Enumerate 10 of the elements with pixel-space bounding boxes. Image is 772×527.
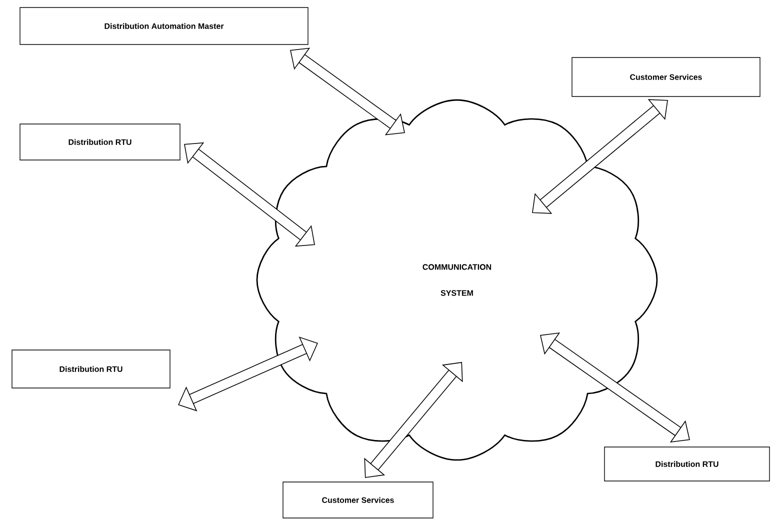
label-box: Customer Services bbox=[282, 482, 434, 518]
label-box: Distribution RTU bbox=[20, 124, 180, 160]
label-box: Distribution RTU bbox=[604, 446, 770, 482]
double-arrow bbox=[290, 48, 405, 136]
double-arrow bbox=[178, 336, 318, 412]
label-box: Distribution RTU bbox=[12, 350, 170, 388]
label-box: Customer Services bbox=[572, 57, 760, 97]
double-arrow bbox=[532, 99, 668, 214]
double-arrow bbox=[184, 142, 315, 247]
label-box: Distribution Automation Master bbox=[20, 7, 308, 45]
